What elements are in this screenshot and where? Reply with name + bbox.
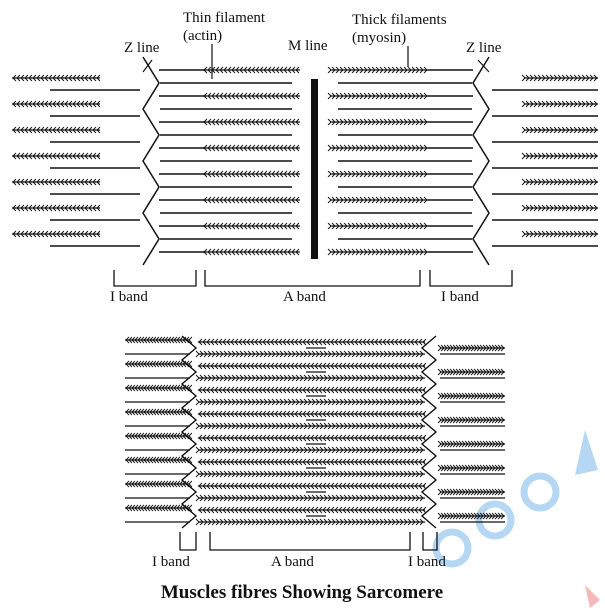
thin-filament-right-barbed-3 bbox=[328, 145, 428, 151]
thin-filament-left-barbed-1 bbox=[203, 93, 300, 99]
bottom-thin-filament-3 bbox=[196, 375, 425, 381]
bottom-thin-filament-8 bbox=[198, 435, 426, 441]
bottom-thin-filament-12 bbox=[198, 483, 426, 489]
thin-filament-right-barbed-2 bbox=[328, 119, 428, 125]
label-z-line-right: Z line bbox=[466, 40, 502, 56]
bottom-thin-filament-6 bbox=[198, 411, 426, 417]
thin-filament-left-barbed-6 bbox=[203, 223, 300, 229]
bottom-outer-right-8 bbox=[438, 441, 505, 447]
z-line-left bbox=[143, 57, 159, 265]
bottom-thin-filament-2 bbox=[198, 363, 426, 369]
bottom-outer-right-12 bbox=[438, 489, 505, 495]
bottom-outer-right-4 bbox=[438, 393, 505, 399]
thin-filament-left-barbed-7 bbox=[203, 249, 300, 255]
label-i-band-left-top: I band bbox=[110, 289, 148, 305]
outer-filament-right-0 bbox=[522, 75, 598, 81]
bottom-outer-right-2 bbox=[438, 369, 505, 375]
figure-caption: Muscles fibres Showing Sarcomere bbox=[161, 582, 443, 603]
thin-filament-right-barbed-4 bbox=[328, 171, 428, 177]
outer-filament-right-1 bbox=[522, 101, 598, 107]
label-thick-filaments-line2: (myosin) bbox=[352, 30, 406, 46]
bracket-i-band-right-top bbox=[430, 270, 512, 286]
bottom-thin-filament-11 bbox=[196, 471, 425, 477]
m-line-bar bbox=[311, 79, 318, 259]
bottom-outer-right-14 bbox=[438, 513, 505, 519]
thin-filament-left-barbed-4 bbox=[203, 171, 300, 177]
outer-filament-left-3 bbox=[12, 153, 100, 159]
bottom-thin-filament-10 bbox=[198, 459, 426, 465]
label-m-line: M line bbox=[288, 38, 328, 54]
label-i-band-right-bottom: I band bbox=[408, 554, 446, 570]
z-line-right-pointer bbox=[478, 60, 489, 72]
outer-filament-left-5 bbox=[12, 205, 100, 211]
thin-filament-right-barbed-7 bbox=[328, 249, 428, 255]
bottom-outer-left-4 bbox=[125, 385, 192, 391]
label-thick-filaments-line1: Thick filaments bbox=[352, 12, 447, 28]
bottom-thin-filament-1 bbox=[196, 351, 425, 357]
outer-filament-right-5 bbox=[522, 205, 598, 211]
bottom-thin-filament-14 bbox=[198, 507, 426, 513]
thin-filament-right-barbed-6 bbox=[328, 223, 428, 229]
outer-filament-right-2 bbox=[522, 127, 598, 133]
bottom-outer-left-0 bbox=[125, 337, 192, 343]
label-i-band-right-top: I band bbox=[441, 289, 479, 305]
thin-filament-left-barbed-0 bbox=[203, 67, 300, 73]
bracket-a-band-top bbox=[205, 270, 420, 286]
bottom-sarcomere bbox=[125, 336, 505, 550]
thin-filament-right-barbed-1 bbox=[328, 93, 428, 99]
outer-filament-left-1 bbox=[12, 101, 100, 107]
watermark bbox=[436, 430, 600, 608]
outer-filament-left-6 bbox=[12, 231, 100, 237]
label-a-band-bottom: A band bbox=[271, 554, 314, 570]
bottom-outer-left-2 bbox=[125, 361, 192, 367]
top-sarcomere bbox=[12, 44, 598, 286]
bottom-outer-right-10 bbox=[438, 465, 505, 471]
bottom-thin-filament-15 bbox=[196, 519, 425, 525]
thin-filament-right-barbed-5 bbox=[328, 197, 428, 203]
bottom-outer-left-14 bbox=[125, 505, 192, 511]
bottom-outer-left-8 bbox=[125, 433, 192, 439]
z-line-right bbox=[473, 57, 489, 265]
label-z-line-left: Z line bbox=[124, 40, 160, 56]
bottom-thin-filament-4 bbox=[198, 387, 426, 393]
outer-filament-left-0 bbox=[12, 75, 100, 81]
bottom-outer-left-12 bbox=[125, 481, 192, 487]
label-thin-filament-line2: (actin) bbox=[183, 28, 222, 44]
outer-filament-right-6 bbox=[522, 231, 598, 237]
label-a-band-top: A band bbox=[283, 289, 326, 305]
label-i-band-left-bottom: I band bbox=[152, 554, 190, 570]
outer-filament-left-2 bbox=[12, 127, 100, 133]
bottom-outer-right-6 bbox=[438, 417, 505, 423]
outer-filament-right-4 bbox=[522, 179, 598, 185]
thin-filament-left-barbed-3 bbox=[203, 145, 300, 151]
thin-filament-right-barbed-0 bbox=[328, 67, 428, 73]
bottom-thin-filament-9 bbox=[196, 447, 425, 453]
bracket-i-band-left-top bbox=[114, 270, 196, 286]
bottom-thin-filament-7 bbox=[196, 423, 425, 429]
bottom-thin-filament-13 bbox=[196, 495, 425, 501]
outer-filament-left-4 bbox=[12, 179, 100, 185]
bracket-i-band-left-bottom bbox=[180, 532, 196, 550]
bottom-thin-filament-5 bbox=[196, 399, 425, 405]
bottom-thin-filament-0 bbox=[198, 339, 426, 345]
bottom-outer-left-6 bbox=[125, 409, 192, 415]
thin-filament-left-barbed-5 bbox=[203, 197, 300, 203]
bottom-outer-right-0 bbox=[438, 345, 505, 351]
bracket-a-band-bottom bbox=[210, 532, 410, 550]
thin-filament-left-barbed-2 bbox=[203, 119, 300, 125]
bottom-outer-left-10 bbox=[125, 457, 192, 463]
label-thin-filament-line1: Thin filament bbox=[183, 10, 266, 26]
outer-filament-right-3 bbox=[522, 153, 598, 159]
